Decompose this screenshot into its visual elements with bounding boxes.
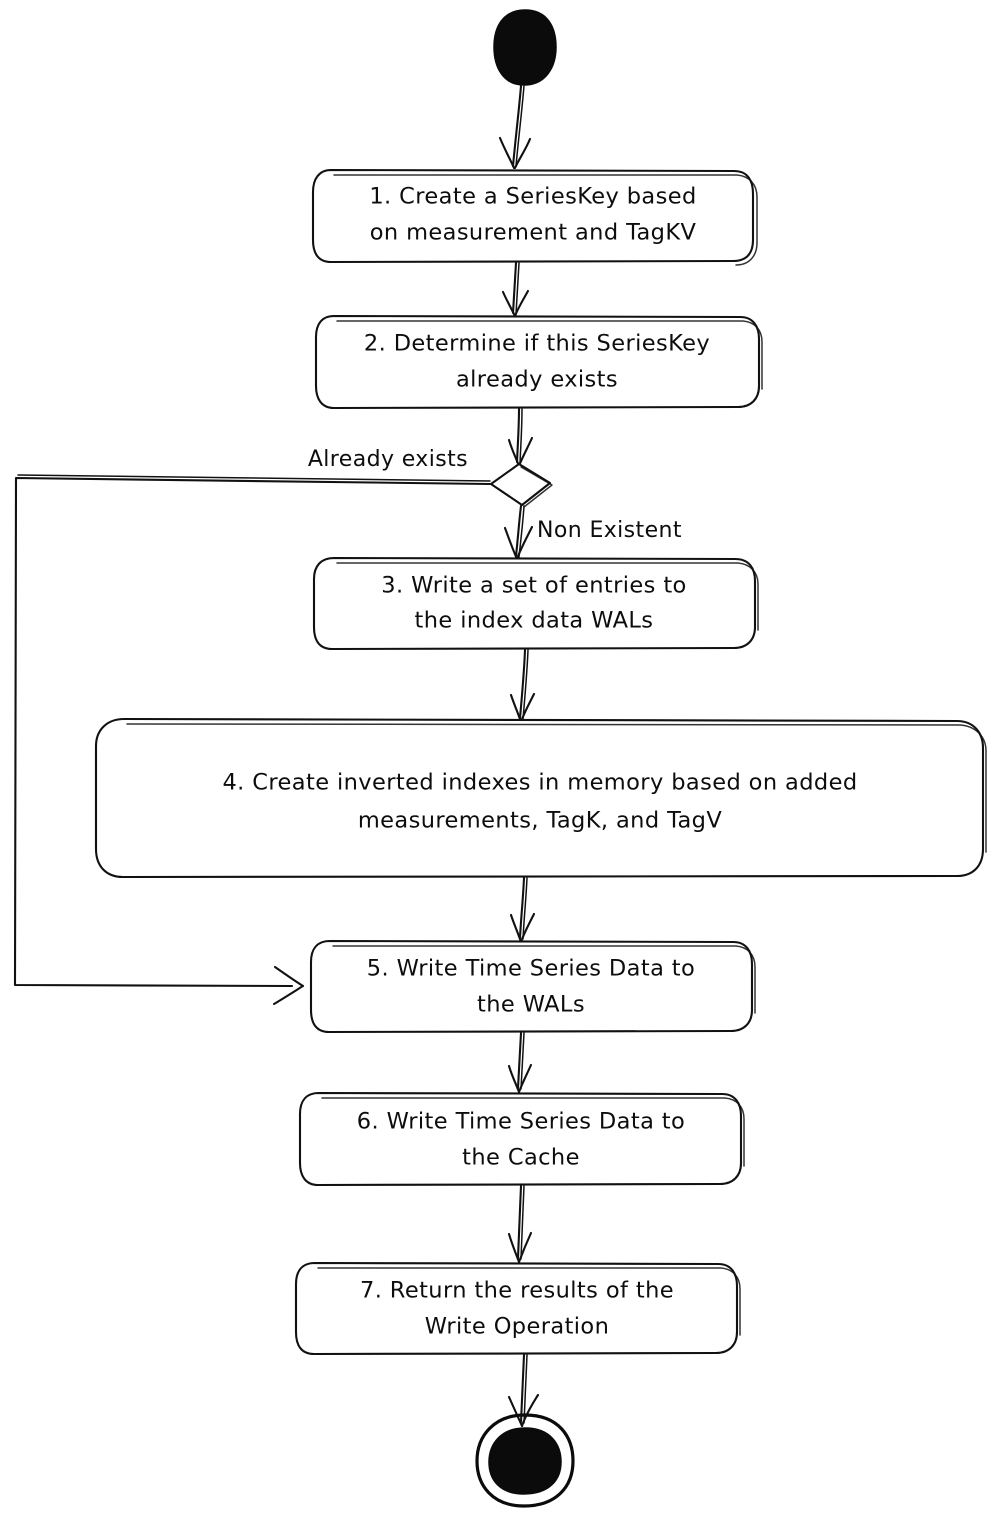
- node-5-line-2: the WALs: [477, 992, 585, 1018]
- end-node[interactable]: [475, 1413, 575, 1508]
- edge-start-to-n1: [498, 84, 532, 170]
- node-4[interactable]: 4. Create inverted indexes in memory bas…: [94, 717, 987, 879]
- edge-n3-to-n4: [509, 648, 536, 724]
- edge-decision-non-existent: Non Existent: [503, 504, 682, 561]
- edge-n2-to-decision: [507, 407, 534, 468]
- node-1-line-1: 1. Create a SeriesKey based: [369, 184, 696, 210]
- node-1[interactable]: 1. Create a SeriesKey based on measureme…: [311, 168, 758, 266]
- node-6-line-1: 6. Write Time Series Data to: [357, 1109, 685, 1135]
- node-2-line-2: already exists: [456, 367, 618, 393]
- node-5-line-1: 5. Write Time Series Data to: [367, 956, 695, 982]
- start-node[interactable]: [493, 9, 557, 86]
- node-4-line-2: measurements, TagK, and TagV: [358, 808, 723, 834]
- node-7[interactable]: 7. Return the results of the Write Opera…: [294, 1261, 741, 1356]
- node-2[interactable]: 2. Determine if this SeriesKey already e…: [314, 314, 763, 410]
- edge-decision-already-exists: Already exists: [13, 447, 492, 1006]
- node-6-line-2: the Cache: [462, 1145, 580, 1171]
- node-3-line-2: the index data WALs: [415, 608, 654, 634]
- node-2-line-1: 2. Determine if this SeriesKey: [364, 331, 710, 357]
- node-3[interactable]: 3. Write a set of entries to the index d…: [312, 556, 759, 651]
- node-3-line-1: 3. Write a set of entries to: [381, 573, 686, 599]
- node-7-line-1: 7. Return the results of the: [360, 1278, 674, 1304]
- edge-n5-to-n6: [507, 1031, 533, 1094]
- node-6[interactable]: 6. Write Time Series Data to the Cache: [298, 1091, 745, 1187]
- node-5[interactable]: 5. Write Time Series Data to the WALs: [309, 939, 756, 1034]
- edge-n4-to-n5: [509, 876, 536, 944]
- edge-label-non-existent: Non Existent: [537, 518, 682, 543]
- node-1-line-2: on measurement and TagKV: [370, 220, 697, 246]
- decision-node[interactable]: [489, 462, 553, 508]
- edge-n1-to-n2: [501, 261, 530, 318]
- edge-n6-to-n7: [507, 1184, 533, 1264]
- node-4-line-1: 4. Create inverted indexes in memory bas…: [222, 770, 857, 796]
- node-7-line-2: Write Operation: [425, 1314, 610, 1340]
- edge-label-already-exists: Already exists: [308, 447, 468, 472]
